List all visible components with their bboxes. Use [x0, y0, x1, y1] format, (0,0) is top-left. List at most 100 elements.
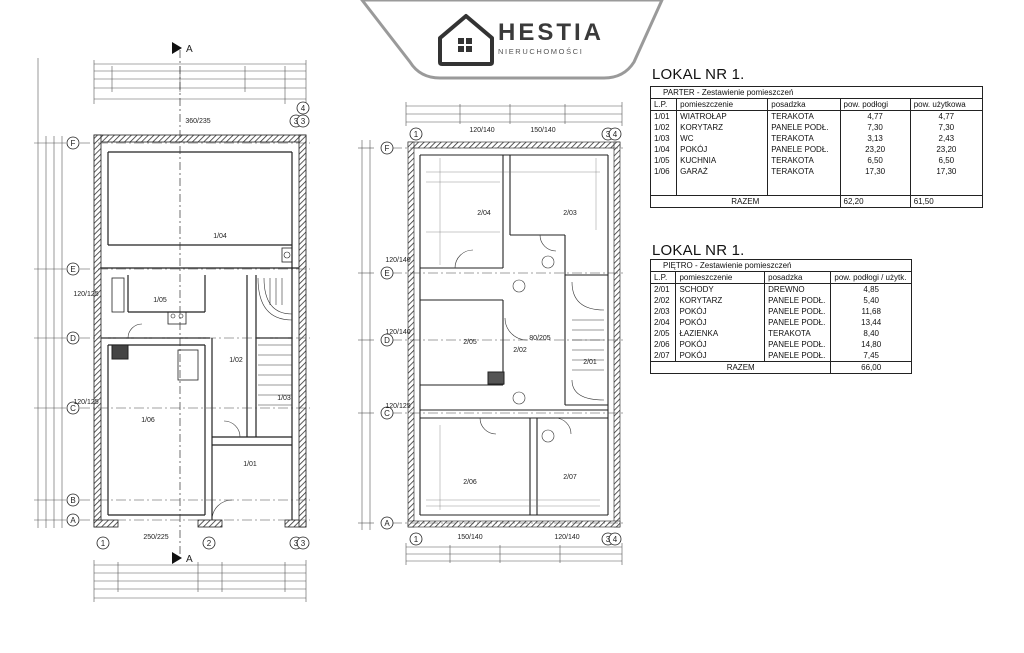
- table-row: 2/07 POKÓJ PANELE PODŁ. 7,45: [649, 350, 912, 362]
- cell: TERAKOTA: [767, 133, 841, 144]
- room-label: 1/03: [277, 395, 291, 402]
- section-label: A: [186, 554, 193, 565]
- table-row: 1/03 WC TERAKOTA 3,13 2,43: [649, 133, 984, 144]
- cell: 13,44: [830, 317, 912, 328]
- axis-label: A: [384, 519, 390, 528]
- table2-title: LOKAL NR 1.: [652, 242, 745, 259]
- cell: ŁAZIENKA: [675, 328, 766, 339]
- window-label: 120/125: [385, 403, 410, 410]
- axis-label: 3: [294, 117, 299, 126]
- house-icon: [438, 14, 494, 66]
- cell: 4,85: [830, 283, 912, 295]
- cell: 14,80: [830, 339, 912, 350]
- table-total-row: RAZEM 62,20 61,50: [650, 195, 984, 208]
- window-label: 120/125: [73, 399, 98, 406]
- table-header-row: L.P. pomieszczenie posadzka pow. podłogi…: [649, 98, 984, 111]
- axis-label: 3: [606, 535, 611, 544]
- room-label: 2/04: [477, 210, 491, 217]
- logo-text: HESTIA NIERUCHOMOŚCI: [498, 20, 604, 57]
- header-cell: L.P.: [649, 98, 678, 111]
- cell: POKÓJ: [675, 317, 766, 328]
- axis-label: F: [385, 144, 390, 153]
- total-label: RAZEM: [649, 361, 832, 374]
- room-label: 1/02: [229, 357, 243, 364]
- cell: 8,40: [830, 328, 912, 339]
- room-label: 2/05: [463, 339, 477, 346]
- axis-label: E: [70, 265, 75, 274]
- header-cell: pomieszczenie: [676, 98, 769, 111]
- cell: POKÓJ: [675, 306, 766, 317]
- cell: 2/06: [649, 339, 677, 350]
- cell: TERAKOTA: [767, 155, 841, 166]
- cell: 1/01: [649, 110, 678, 122]
- header-cell: L.P.: [649, 271, 677, 284]
- cell: KUCHNIA: [676, 155, 769, 166]
- axis-label: 3: [606, 130, 611, 139]
- cell: TERAKOTA: [767, 166, 841, 177]
- header-cell: pomieszczenie: [675, 271, 766, 284]
- axis-label: C: [384, 409, 390, 418]
- window-label: 120/140: [385, 257, 410, 264]
- cell: 1/06: [649, 166, 678, 177]
- table-total-row: RAZEM 66,00: [649, 361, 912, 374]
- table-row: 1/05 KUCHNIA TERAKOTA 6,50 6,50: [649, 155, 984, 166]
- logo-tagline: NIERUCHOMOŚCI: [498, 47, 584, 56]
- table-spacer-row: [649, 177, 984, 196]
- total-floor: 62,20: [839, 195, 911, 208]
- section-label: A: [186, 44, 193, 55]
- cell: PANELE PODŁ.: [767, 122, 841, 133]
- axis-label: 3: [301, 539, 306, 548]
- cell: 1/04: [649, 144, 678, 155]
- axis-label: B: [70, 496, 75, 505]
- cell: PANELE PODŁ.: [767, 144, 841, 155]
- ground-room-labels: 1/01 1/02 1/03 1/04 1/05 1/06: [141, 233, 291, 468]
- header-cell: posadzka: [767, 98, 841, 111]
- total-usable: 61,50: [909, 195, 984, 208]
- cell: 1/05: [649, 155, 678, 166]
- table1: PARTER - Zestawienie pomieszczeń L.P. po…: [649, 86, 984, 208]
- cell: 6,50: [909, 155, 984, 166]
- cell: 23,20: [839, 144, 911, 155]
- table-row: 2/04 POKÓJ PANELE PODŁ. 13,44: [649, 317, 912, 328]
- window-label: 120/140: [469, 127, 494, 134]
- axis-label: 4: [613, 130, 618, 139]
- room-label: 2/01: [583, 359, 597, 366]
- table-row: 2/05 ŁAZIENKA TERAKOTA 8,40: [649, 328, 912, 339]
- room-label: 1/05: [153, 297, 167, 304]
- cell: POKÓJ: [675, 350, 766, 362]
- upper-room-labels: 2/01 2/02 2/03 2/04 2/05 2/06 2/07: [463, 210, 597, 486]
- cell: PANELE PODŁ.: [764, 339, 832, 350]
- window-label: 250/225: [143, 534, 168, 541]
- cell: 4,77: [909, 110, 984, 122]
- cell: 7,30: [839, 122, 911, 133]
- table-row: 2/02 KORYTARZ PANELE PODŁ. 5,40: [649, 295, 912, 306]
- ground-axis-bubbles: [66, 101, 310, 550]
- header-cell: posadzka: [764, 271, 832, 284]
- table1-title: LOKAL NR 1.: [652, 66, 745, 83]
- room-label: 2/06: [463, 479, 477, 486]
- table-row: 1/04 POKÓJ PANELE PODŁ. 23,20 23,20: [649, 144, 984, 155]
- cell: TERAKOTA: [764, 328, 832, 339]
- cell: 5,40: [830, 295, 912, 306]
- cell: 2/02: [649, 295, 677, 306]
- cell: 2/04: [649, 317, 677, 328]
- table1-subtitle: PARTER - Zestawienie pomieszczeń: [650, 86, 983, 99]
- axis-label: C: [70, 404, 76, 413]
- header-cell: pow. podłogi / użytk.: [830, 271, 912, 284]
- window-label: 360/235: [185, 118, 210, 125]
- cell: 17,30: [839, 166, 911, 177]
- cell: POKÓJ: [675, 339, 766, 350]
- cell: 23,20: [909, 144, 984, 155]
- axis-label: D: [70, 334, 76, 343]
- section-markers: A A: [172, 42, 193, 565]
- table-row: 2/01 SCHODY DREWNO 4,85: [649, 283, 912, 295]
- cell: 7,45: [830, 350, 912, 362]
- ground-window-labels: 360/235 120/125 120/125 250/225: [73, 118, 210, 541]
- table-row: 1/02 KORYTARZ PANELE PODŁ. 7,30 7,30: [649, 122, 984, 133]
- cell: 7,30: [909, 122, 984, 133]
- cell: 1/03: [649, 133, 678, 144]
- upper-floor-plan: [358, 102, 626, 565]
- window-label: 80/205: [529, 335, 551, 342]
- axis-label: A: [70, 516, 76, 525]
